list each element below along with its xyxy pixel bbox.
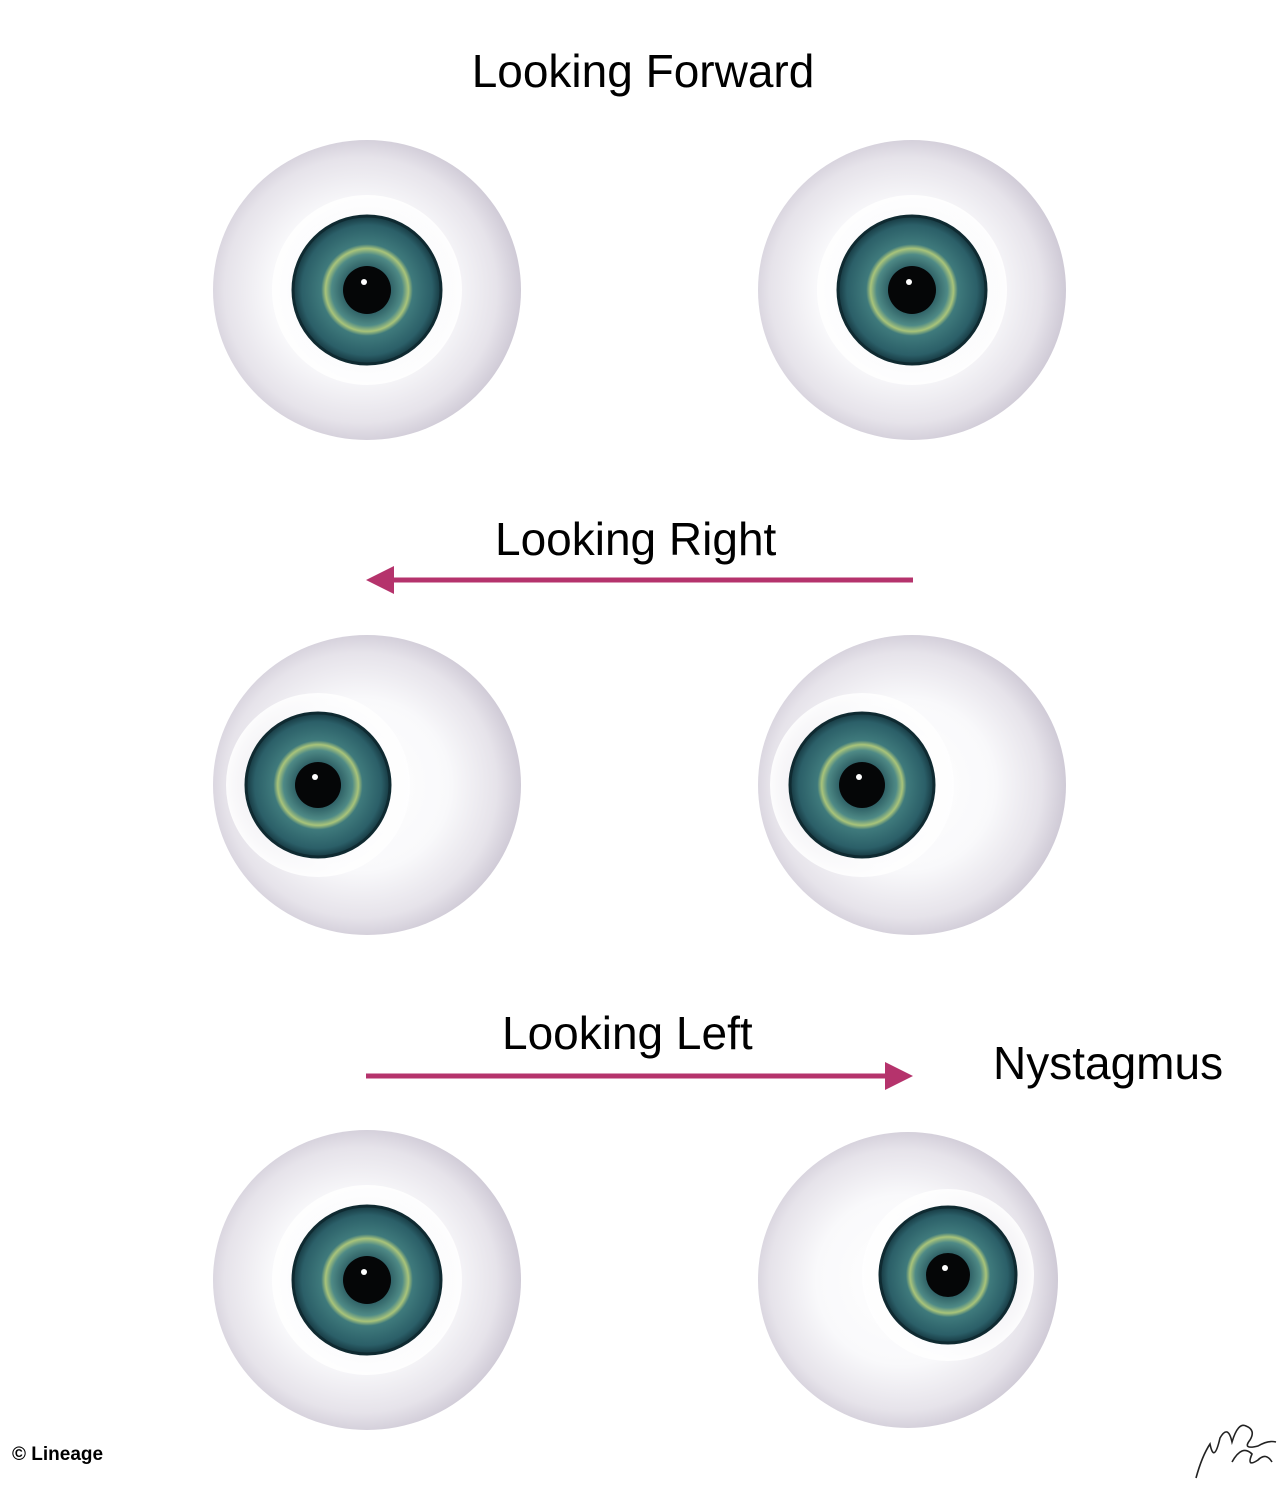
- label-looking-left: Looking Left: [502, 1007, 753, 1059]
- right-eye-nystagmus: [758, 1132, 1058, 1428]
- label-looking-right: Looking Right: [495, 513, 777, 565]
- right-eye-forward: [758, 140, 1066, 440]
- label-nystagmus: Nystagmus: [993, 1037, 1224, 1089]
- left-eye-forward: [213, 140, 521, 440]
- signature-icon: [1195, 1424, 1277, 1479]
- left-eye-looking-right: [213, 635, 521, 935]
- copyright-notice: © Lineage: [12, 1444, 104, 1465]
- label-looking-forward: Looking Forward: [471, 45, 815, 97]
- right-eye-looking-right: [758, 635, 1066, 935]
- arrow-left-icon: [366, 566, 913, 594]
- arrow-right-icon: [366, 1062, 913, 1090]
- left-eye-looking-left: [213, 1130, 521, 1430]
